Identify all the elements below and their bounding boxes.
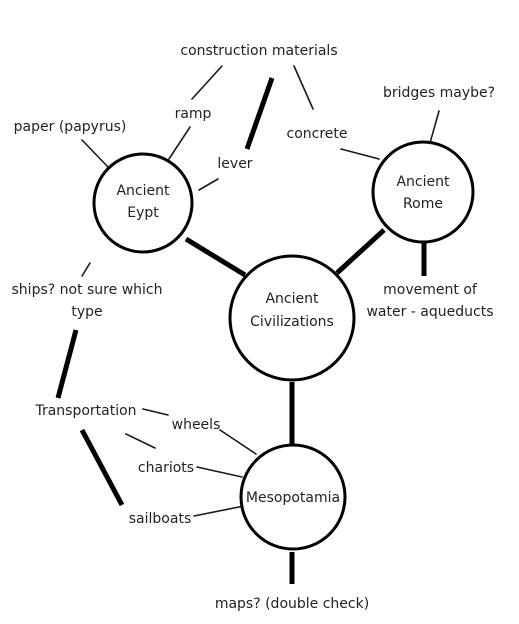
node-label-line2: Rome [403,196,443,212]
node-label-line2: Civilizations [250,314,334,330]
note-aqueducts-line1: movement of [383,282,478,298]
node-ancient-egypt: Ancient Eypt [92,152,194,254]
node-label-line1: Ancient [396,174,450,190]
note-maps: maps? (double check) [215,596,369,612]
connector-rome-center [335,228,386,275]
connector-ramp-egypt [168,126,191,160]
note-wheels: wheels [172,417,221,433]
note-chariots: chariots [138,460,194,476]
connector-construction-lever [244,77,275,150]
connector-wheels-mesopotamia [219,429,257,455]
node-mesopotamia: Mesopotamia [239,443,347,551]
node-ancient-civilizations: Ancient Civilizations [228,254,356,382]
connector-lever-egypt [198,178,219,191]
connector-construction-concrete [293,65,314,110]
connector-egypt-ships [81,262,91,277]
connector-egypt-center [184,236,247,278]
node-circle [228,254,356,382]
node-label-line1: Ancient [265,291,319,307]
node-label-line1: Ancient [116,183,170,199]
connector-paper-egypt [81,139,109,168]
connector-construction-ramp [191,65,223,100]
node-circle [92,152,194,254]
connector-chariots-mesopotamia [196,466,243,478]
note-ramp: ramp [175,106,212,122]
connector-concrete-rome [340,148,380,160]
note-ships-line2: type [71,304,102,320]
note-sailboats: sailboats [129,511,191,527]
notes: construction materials ramp lever concre… [12,43,496,612]
connector-transportation-sailboats [79,428,125,507]
note-paper-papyrus: paper (papyrus) [14,119,127,135]
note-concrete: concrete [287,126,348,142]
connector-bridges-rome [429,110,440,144]
note-ships-line1: ships? not sure which [12,282,163,298]
note-transportation: Transportation [34,403,136,419]
connector-transportation-chariots [125,433,156,449]
node-circle [239,443,347,551]
connectors [55,65,440,584]
node-ancient-rome: Ancient Rome [371,140,475,244]
note-lever: lever [217,156,252,172]
node-circle [371,140,475,244]
note-bridges-maybe: bridges maybe? [383,85,495,101]
note-aqueducts-line2: water - aqueducts [366,304,493,320]
note-construction-materials: construction materials [180,43,337,59]
connector-ships-transportation [55,329,79,399]
connector-transportation-wheels [142,408,169,416]
connector-sailboats-mesopotamia [193,505,245,517]
node-label-line2: Eypt [127,205,159,221]
node-label: Mesopotamia [246,490,340,506]
